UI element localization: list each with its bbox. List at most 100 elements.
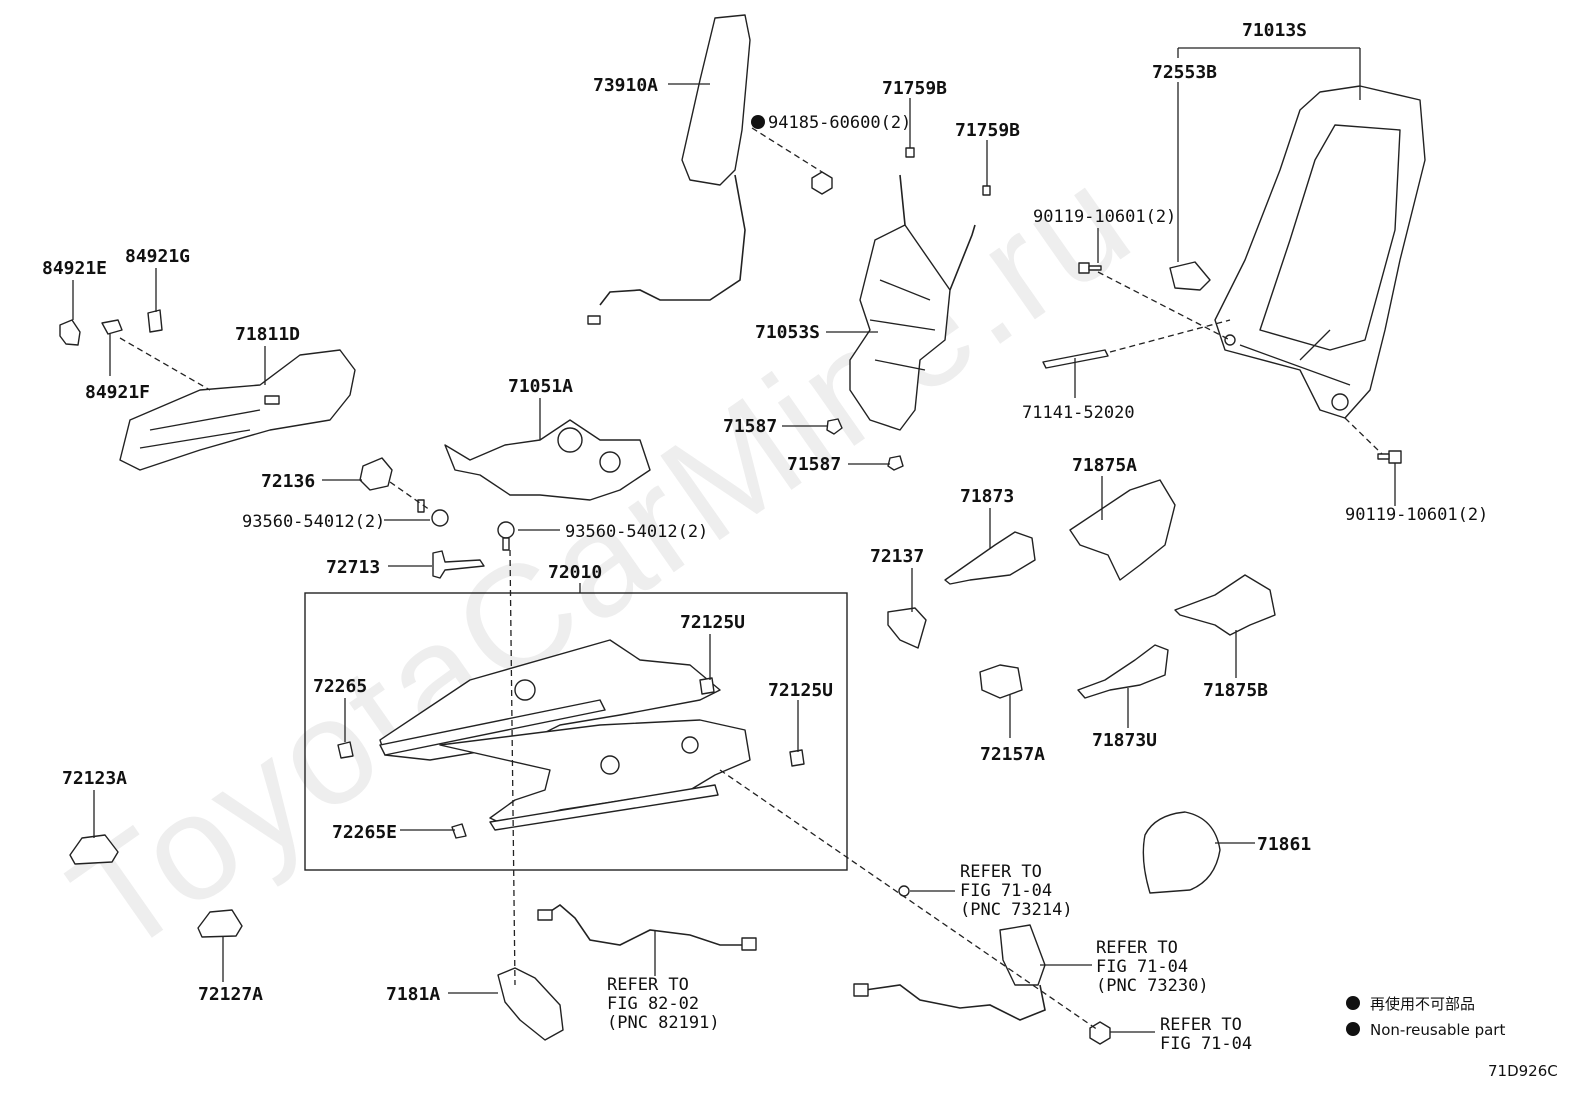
label-71141-52020: 71141-52020 [1022,403,1135,423]
knob-84921G [147,309,163,333]
screw-93560-left [417,499,449,527]
screw-93560-mid [497,521,515,551]
label-84921E: 84921E [42,258,107,279]
switch-72136 [359,457,393,491]
label-72136: 72136 [261,471,315,492]
bolt-90119-bottom [1377,450,1402,464]
refer-nut-line1: REFER TO [1160,1015,1242,1035]
label-71873: 71873 [960,486,1014,507]
group-box-72010 [304,592,848,871]
clip-72127A [197,909,243,938]
refer-nut-line2: FIG 71-04 [1160,1034,1252,1054]
label-93560-mid: 93560-54012(2) [565,522,708,542]
label-72010: 72010 [548,562,602,583]
label-72265E: 72265E [332,822,397,843]
refer-73214-line1: REFER TO [960,862,1042,882]
pin-72713 [432,550,485,579]
refer-73214-line2: FIG 71-04 [960,881,1052,901]
label-71875B: 71875B [1203,680,1268,701]
side-airbag-73910A [587,14,751,325]
clip-72265 [337,741,354,759]
leader-lines [72,47,1396,1033]
switch-72137 [887,607,927,649]
label-93560-left: 93560-54012(2) [242,512,385,532]
cover-71873U [1077,644,1169,699]
refer-to-71-04-nut: REFER TO FIG 71-04 [1160,1015,1252,1054]
refer-82191-line1: REFER TO [607,975,689,995]
legend: 再使用不可部品 Non-reusable part [1346,995,1505,1039]
bracket-7181A [497,967,564,1041]
label-84921G: 84921G [125,246,190,267]
label-71053S: 71053S [755,322,820,343]
label-94185-60600: 94185-60600(2) [768,113,911,133]
buckle-73230 [853,924,1046,1021]
knob-84921E [59,319,81,346]
label-71587-b: 71587 [787,454,841,475]
refer-73230-line1: REFER TO [1096,938,1178,958]
label-72127A: 72127A [198,984,263,1005]
legend-text-en: Non-reusable part [1370,1021,1505,1039]
washer-73214 [898,885,910,897]
switch-72157A [979,664,1023,699]
legend-dot-2 [1346,1022,1360,1036]
refer-73230-line3: (PNC 73230) [1096,976,1209,996]
cover-71861 [1142,811,1221,894]
refer-to-82191: REFER TO FIG 82-02 (PNC 82191) [607,975,720,1033]
cover-71873 [944,531,1036,585]
knob-84921F [101,319,123,335]
bolt-90119-top [1078,262,1102,274]
nut-73230-fix [1089,1021,1111,1045]
seat-adjuster-72010 [379,639,751,831]
cover-71875A [1069,479,1176,581]
clip-71759B-a [905,147,915,158]
label-72265: 72265 [313,676,367,697]
label-73910A: 73910A [593,75,658,96]
refer-to-73214: REFER TO FIG 71-04 (PNC 73214) [960,862,1073,920]
label-72125U-b: 72125U [768,680,833,701]
refer-73214-line3: (PNC 73214) [960,900,1073,920]
label-71013S: 71013S [1242,20,1307,41]
clip-72125U-b [789,749,805,767]
seat-back-frame-71013S [1214,85,1426,419]
label-72125U-a: 72125U [680,612,745,633]
legend-dot-1 [1346,996,1360,1010]
label-71873U: 71873U [1092,730,1157,751]
clip-71759B-b [982,185,991,196]
label-84921F: 84921F [85,382,150,403]
label-71759B-b: 71759B [955,120,1020,141]
cover-71875B [1174,574,1276,636]
non-reusable-mark-94185 [751,115,765,129]
clip-72125U-a [699,677,715,695]
label-72553B: 72553B [1152,62,1217,83]
label-90119-bottom: 90119-10601(2) [1345,505,1488,525]
nut-94185-60600 [811,171,833,195]
label-72157A: 72157A [980,744,1045,765]
clip-72265E [451,823,467,839]
label-72123A: 72123A [62,768,127,789]
nut-71587-a [826,418,843,435]
label-71051A: 71051A [508,376,573,397]
legend-text-jp: 再使用不可部品 [1370,995,1475,1013]
label-72713: 72713 [326,557,380,578]
cushion-shield-71811D [119,349,356,471]
lumbar-support-71053S [849,174,976,431]
label-7181A: 7181A [386,984,440,1005]
label-71759B-a: 71759B [882,78,947,99]
nut-71587-b [887,455,904,471]
label-71875A: 71875A [1072,455,1137,476]
label-90119-top: 90119-10601(2) [1033,207,1176,227]
clip-72123A [69,834,119,865]
refer-73230-line2: FIG 71-04 [1096,957,1188,977]
refer-82191-line2: FIG 82-02 [607,994,699,1014]
harness-82191 [537,903,757,951]
label-72137: 72137 [870,546,924,567]
figure-code: 71D926C [1488,1062,1558,1080]
motor-assy-71051A [444,419,651,501]
refer-82191-line3: (PNC 82191) [607,1013,720,1033]
label-71811D: 71811D [235,324,300,345]
bracket-72553B [1169,261,1211,291]
label-71861: 71861 [1257,834,1311,855]
refer-to-73230: REFER TO FIG 71-04 (PNC 73230) [1096,938,1209,996]
